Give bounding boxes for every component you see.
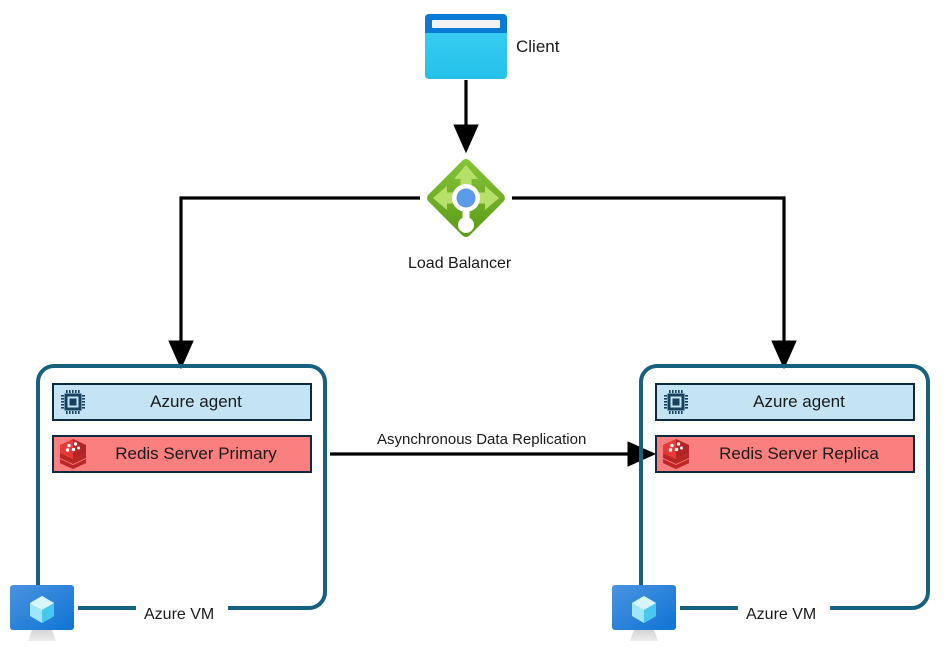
cpu-chip-icon: [661, 387, 691, 417]
redis-cube-icon: [661, 439, 691, 469]
browser-titlebar: [425, 14, 507, 33]
vm-border-gap-label-right: [738, 604, 830, 614]
client-label: Client: [516, 37, 560, 56]
load-balancer-label: Load Balancer: [408, 255, 512, 272]
load-balancer-diamond-icon: [420, 152, 512, 244]
vm-name-label: Azure VM: [746, 606, 817, 623]
vm-name-label: Azure VM: [144, 606, 215, 623]
service-redis-replica: Redis Server Replica: [655, 435, 915, 473]
azure-vm-monitor-icon: [9, 583, 75, 645]
cpu-chip-icon: [58, 387, 88, 417]
service-label: Redis Server Replica: [719, 444, 879, 463]
service-azure-agent-primary: Azure agent: [52, 383, 312, 421]
vm-border-gap-label-left: [136, 604, 228, 614]
service-azure-agent-replica: Azure agent: [655, 383, 915, 421]
replication-label: Asynchronous Data Replication: [377, 431, 587, 448]
service-label: Azure agent: [150, 392, 242, 411]
browser-window-icon: [425, 14, 507, 79]
wire-lb-to-replica: [512, 196, 797, 370]
azure-vm-monitor-icon: [611, 583, 677, 645]
browser-urlbar: [432, 19, 500, 28]
wire-lb-to-primary: [168, 196, 420, 370]
service-label: Azure agent: [753, 392, 845, 411]
service-label: Redis Server Primary: [115, 444, 277, 463]
service-redis-primary: Redis Server Primary: [52, 435, 312, 473]
redis-cube-icon: [58, 439, 88, 469]
